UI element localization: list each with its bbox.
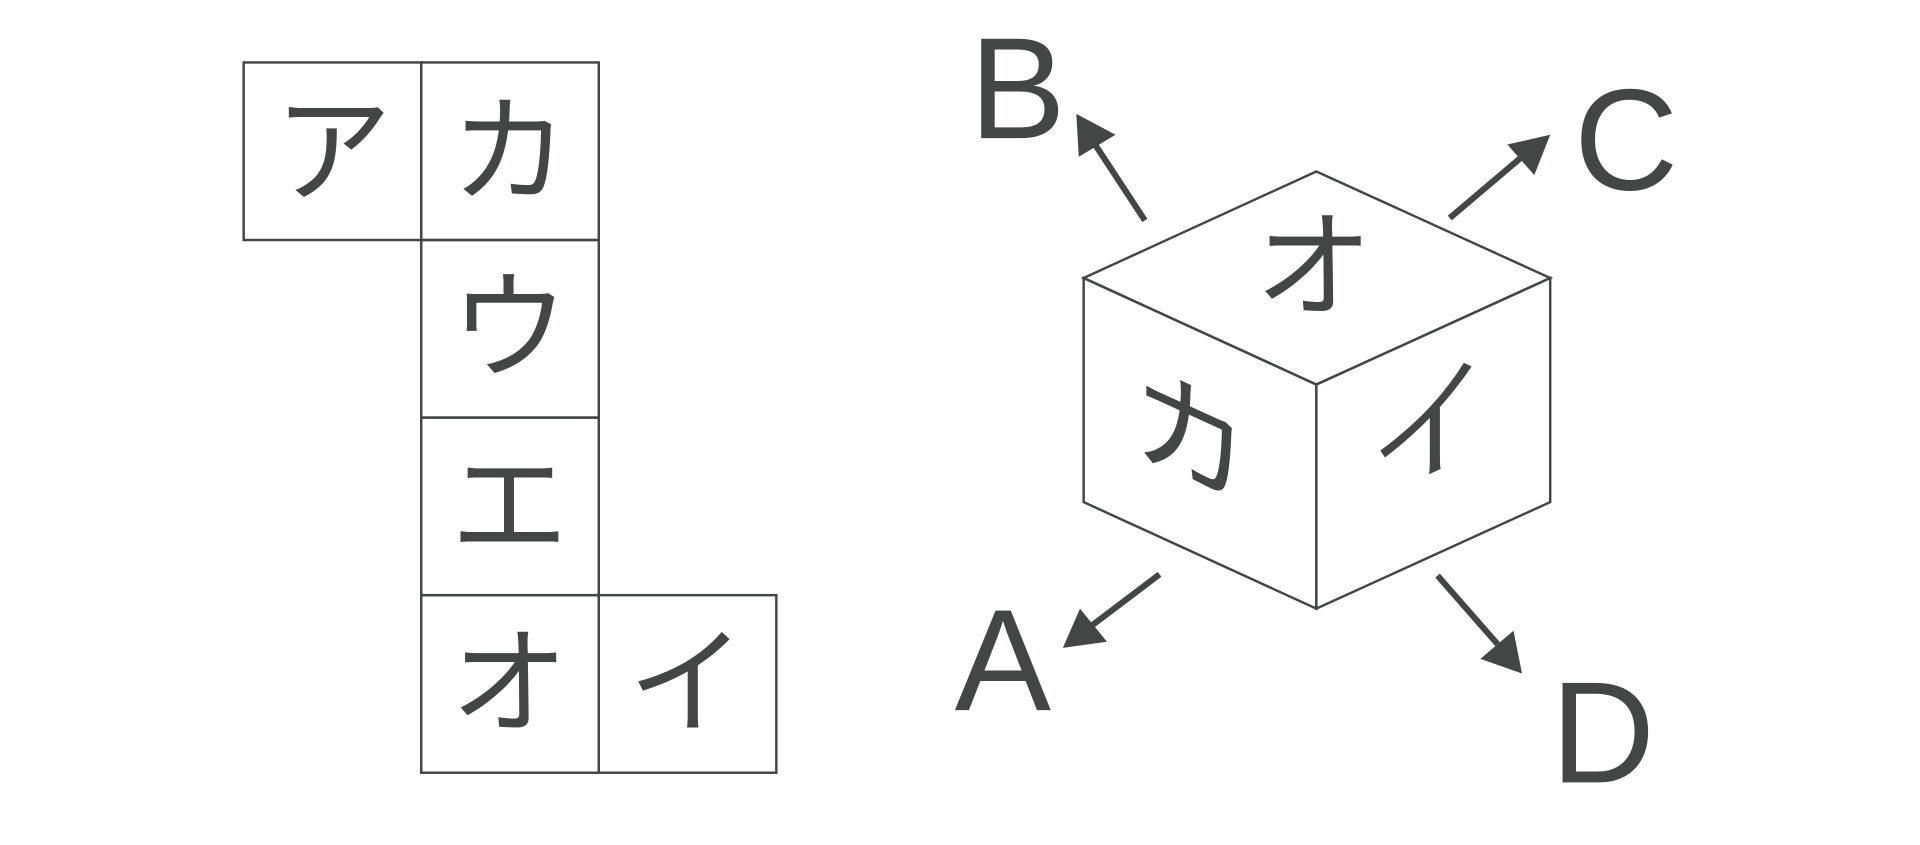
direction-label-d: D <box>1551 651 1655 813</box>
cube-right-face <box>1315 276 1552 611</box>
net-label-i: イ <box>628 615 746 752</box>
arrow-down-left-icon <box>1062 608 1107 648</box>
cube-top-label: オ <box>1255 198 1373 335</box>
arrow-a-shaft <box>1087 571 1162 630</box>
arrow-up-right-icon <box>1507 134 1551 176</box>
isometric-cube: オ カ イ <box>1080 170 1554 611</box>
net-face-i <box>597 593 778 774</box>
direction-label-c: C <box>1574 59 1678 221</box>
arrow-c <box>1447 134 1551 221</box>
arrow-d-shaft <box>1435 573 1500 647</box>
direction-label-b: B <box>969 7 1065 169</box>
arrow-c-shaft <box>1447 154 1525 221</box>
net-label-a: ア <box>274 83 392 220</box>
arrow-b-shaft <box>1090 140 1148 223</box>
net-label-u: ウ <box>451 260 569 397</box>
net-label-o: オ <box>451 615 569 752</box>
net-label-ka: カ <box>451 83 569 220</box>
arrow-down-right-icon <box>1480 630 1523 674</box>
net-label-e: エ <box>451 437 569 574</box>
arrow-a <box>1062 571 1162 648</box>
cube-left-label: カ <box>1131 342 1249 533</box>
cube-net: ア カ ウ エ オ イ <box>242 61 778 774</box>
cube-right-label: イ <box>1370 335 1488 526</box>
arrow-b <box>1076 113 1148 223</box>
arrow-up-left-icon <box>1076 113 1116 157</box>
arrow-d <box>1435 573 1523 674</box>
direction-label-a: A <box>955 579 1052 741</box>
